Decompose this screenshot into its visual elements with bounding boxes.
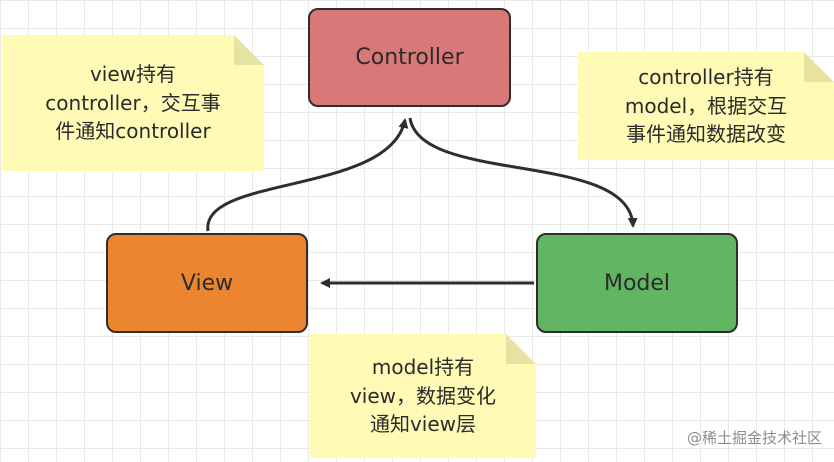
model-node: Model (536, 233, 738, 333)
note-model-holds-view: model持有 view，数据变化 通知view层 (310, 334, 536, 458)
view-node: View (106, 233, 308, 333)
note-view-holds-controller: view持有 controller，交互事 件通知controller (2, 35, 264, 171)
note-text: model持有 view，数据变化 通知view层 (349, 355, 497, 437)
note-text: view持有 controller，交互事 件通知controller (45, 62, 221, 144)
note-text: controller持有 model，根据交互 事件通知数据改变 (624, 65, 788, 147)
controller-node: Controller (308, 8, 511, 107)
controller-node-label: Controller (355, 45, 464, 70)
arrow-view-to-controller (206, 118, 409, 232)
watermark: @稀土掘金技术社区 (686, 429, 822, 447)
note-controller-holds-model: controller持有 model，根据交互 事件通知数据改变 (578, 52, 834, 160)
arrow-controller-to-model (408, 117, 638, 228)
view-node-label: View (180, 270, 234, 296)
model-node-label: Model (603, 270, 671, 296)
